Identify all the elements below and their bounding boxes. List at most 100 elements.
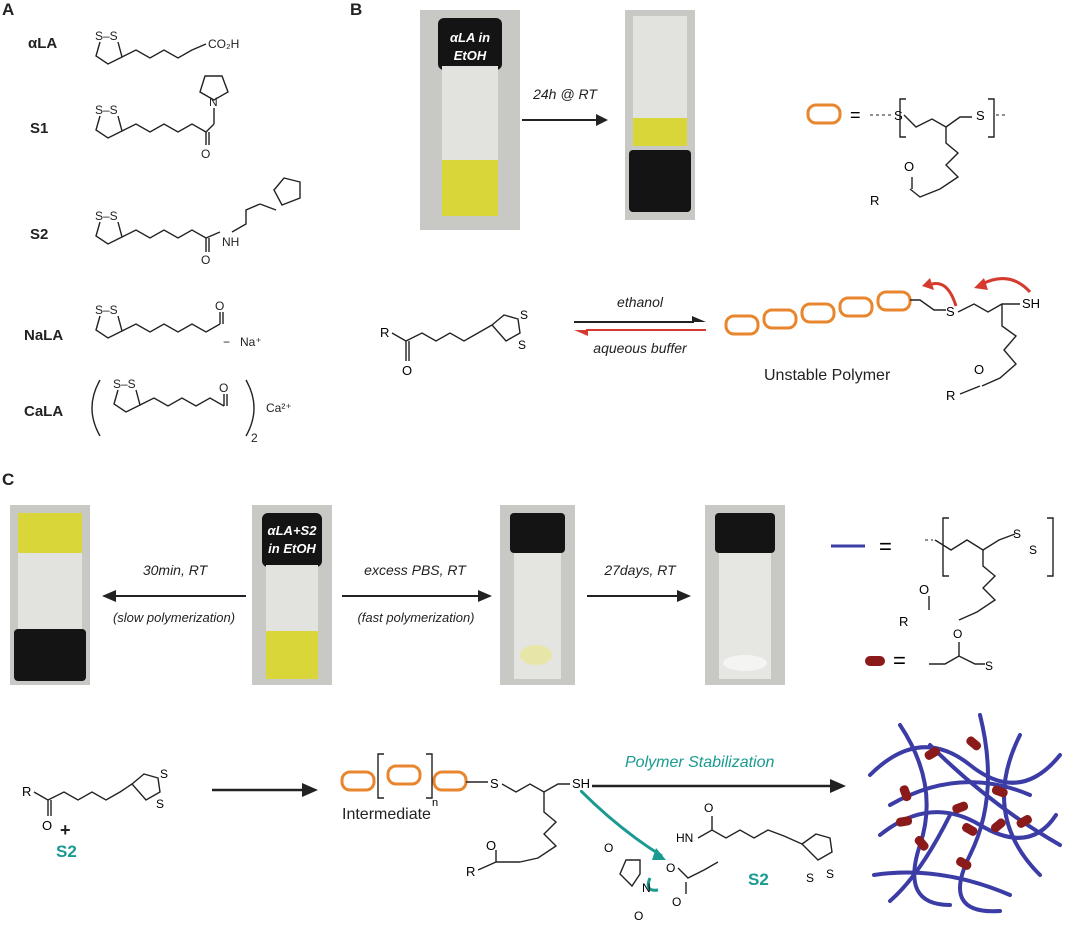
svg-text:=: = (893, 648, 906, 673)
svg-text:S: S (520, 308, 528, 322)
lipoic-structure-b: R O S S (380, 308, 528, 378)
c-right-arrow-label: 27days, RT (604, 562, 676, 578)
vial-photo-b-after (625, 10, 695, 220)
panel-a-label: A (2, 0, 15, 19)
intermediate-chain: n S SH O R (340, 753, 590, 879)
unstable-polymer-caption: Unstable Polymer (764, 367, 891, 384)
c-left-arrow-label2: (slow polymerization) (112, 610, 236, 625)
vial-photo-c-4 (705, 505, 785, 685)
svg-text:O: O (919, 582, 929, 597)
svg-text:R: R (380, 325, 389, 340)
svg-text:R: R (899, 614, 908, 629)
polymer-legend-c: = S S O R = O S (831, 517, 1054, 673)
compound-alpha-la-label: αLA (28, 35, 58, 52)
svg-text:Ca²⁺: Ca²⁺ (266, 401, 292, 415)
equilibrium-arrows (574, 316, 706, 336)
svg-text:Na⁺: Na⁺ (240, 335, 262, 349)
svg-text:R: R (946, 388, 955, 403)
svg-text:S: S (1013, 527, 1021, 541)
svg-text:S–S: S–S (95, 29, 118, 43)
svg-text:=: = (850, 105, 861, 125)
panel-c-label: C (2, 470, 15, 489)
svg-text:S–S: S–S (95, 209, 118, 223)
svg-text:2: 2 (251, 431, 258, 445)
unstable-polymer-chain: S SH O R (724, 277, 1040, 403)
vial-photo-c-1 (10, 505, 90, 685)
c-bottom-arrow-1 (212, 783, 318, 797)
c-bottom-arrow-2 (592, 779, 846, 793)
vial-c-label-line2: in EtOH (268, 541, 316, 556)
svg-text:SH: SH (1022, 296, 1040, 311)
c-left-arrow-label1: 30min, RT (142, 562, 208, 578)
svg-text:O: O (634, 909, 643, 923)
c-mid-arrow (342, 590, 492, 602)
arrow-label-24h: 24h @ RT (533, 86, 597, 102)
svg-text:O: O (201, 147, 210, 161)
svg-text:NH: NH (222, 235, 239, 249)
svg-text:S: S (156, 797, 164, 811)
svg-text:O: O (219, 381, 228, 395)
svg-text:S: S (985, 659, 993, 673)
svg-text:O: O (904, 159, 914, 174)
crosslinked-network (868, 713, 1062, 914)
vial-photo-c-2: αLA+S2 in EtOH (252, 505, 332, 685)
vial-c-label-line1: αLA+S2 (268, 523, 318, 538)
svg-text:O: O (974, 362, 984, 377)
vial-photo-b-before: αLA in EtOH (420, 10, 520, 230)
svg-text:CO₂H: CO₂H (208, 37, 239, 51)
c-left-arrow (102, 590, 246, 602)
panel-a-structures: S–S CO₂H S–S O N S–S O NH S–S O − Na⁺ S–… (91, 29, 301, 445)
svg-text:S: S (518, 338, 526, 352)
svg-text:O: O (953, 627, 962, 641)
svg-text:S: S (490, 776, 499, 791)
svg-text:O: O (704, 801, 713, 815)
s2-reactant-structure: O N O O O HN O S S (580, 790, 834, 923)
svg-text:S: S (806, 871, 814, 885)
svg-text:S–S: S–S (95, 303, 118, 317)
compound-cala-label: CaLA (24, 403, 64, 420)
reverse-label-aqueous: aqueous buffer (593, 340, 687, 356)
vial-label-line2: EtOH (454, 48, 487, 63)
svg-text:S: S (946, 304, 955, 319)
c-mid-arrow-label1: excess PBS, RT (364, 562, 466, 578)
svg-text:N: N (642, 881, 651, 895)
compound-s1-label: S1 (30, 120, 49, 137)
vial-photo-c-3 (500, 505, 575, 685)
svg-text:S: S (1029, 543, 1037, 557)
svg-text:S: S (976, 108, 985, 123)
forward-label-ethanol: ethanol (617, 294, 663, 310)
dithiolane-ring (95, 41, 123, 65)
succinimide-ring (199, 75, 229, 101)
s2-reagent-label: S2 (56, 842, 77, 861)
svg-text:S: S (894, 108, 903, 123)
c-mid-arrow-label2: (fast polymerization) (357, 610, 475, 625)
svg-text:−: − (223, 335, 230, 349)
svg-text:=: = (879, 534, 892, 559)
svg-text:S–S: S–S (113, 377, 136, 391)
svg-text:n: n (432, 797, 438, 809)
svg-text:O: O (666, 861, 675, 875)
lipoic-structure-c: R O S S (22, 767, 168, 830)
panel-b-label: B (350, 0, 363, 19)
svg-text:O: O (215, 299, 224, 313)
svg-text:S: S (826, 867, 834, 881)
polymer-stabilization-label: Polymer Stabilization (625, 754, 775, 771)
svg-text:O: O (42, 818, 52, 830)
compound-nala-label: NaLA (24, 327, 64, 344)
svg-text:HN: HN (676, 831, 693, 845)
compound-s2-label: S2 (30, 226, 49, 243)
vial-label-line1: αLA in (450, 30, 490, 45)
svg-text:O: O (201, 253, 210, 267)
svg-text:R: R (870, 193, 879, 208)
svg-text:O: O (672, 895, 681, 909)
svg-text:N: N (209, 95, 218, 109)
svg-text:R: R (466, 864, 475, 879)
svg-text:O: O (402, 363, 412, 378)
svg-text:O: O (486, 838, 496, 853)
c-right-arrow (587, 590, 691, 602)
svg-text:S–S: S–S (95, 103, 118, 117)
plus-sign: + (60, 820, 71, 840)
arrow-24h (522, 114, 608, 126)
svg-text:SH: SH (572, 776, 590, 791)
intermediate-label: Intermediate (342, 806, 431, 823)
